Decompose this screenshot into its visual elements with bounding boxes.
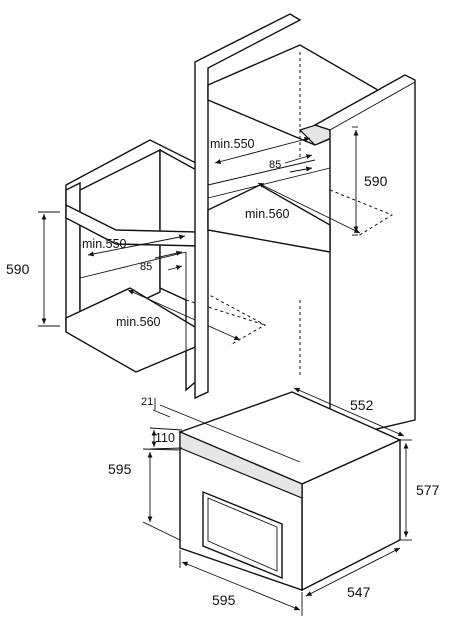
undercounter-gap-label: 85 [140, 261, 152, 273]
oven-dimensions: 21 110 595 595 552 577 547 [108, 387, 440, 616]
oven-control-height-label: 110 [155, 431, 175, 445]
undercounter-min-width-label: min.550 [82, 237, 127, 251]
oven-control-panel [179, 431, 303, 499]
tall-gap-label: 85 [269, 159, 281, 171]
undercounter-depth-line [127, 289, 241, 341]
oven-body-width-line [293, 387, 405, 437]
tall-height-label: 590 [364, 173, 388, 189]
oven-body-depth-line [305, 547, 401, 597]
tall-unit [194, 13, 416, 441]
undercounter-cabinet [65, 139, 267, 392]
oven-body-width-label: 552 [350, 397, 374, 413]
tall-width-line [214, 137, 311, 164]
oven-front-height-label: 595 [108, 461, 132, 477]
cabinet-left-side [65, 181, 81, 332]
oven-front-width-line [181, 561, 301, 611]
undercounter-height-label: 590 [6, 261, 30, 277]
tall-min-depth-label: min.560 [245, 207, 290, 221]
tall-depth-line [257, 182, 361, 234]
tall-left-side [194, 13, 302, 400]
oven-front-width-label: 595 [212, 592, 236, 608]
undercounter-dimensions: 590 min.550 85 min.560 [6, 211, 241, 341]
tall-min-width-label: min.550 [210, 137, 255, 151]
oven-body-depth-label: 547 [347, 584, 371, 600]
undercounter-width-line [87, 234, 186, 257]
undercounter-min-depth-label: min.560 [116, 315, 161, 329]
tall-unit-dimensions: min.550 85 min.560 590 [210, 126, 388, 236]
oven-body-height-label: 577 [416, 482, 440, 498]
oven-top-offset-label: 21 [141, 396, 153, 408]
